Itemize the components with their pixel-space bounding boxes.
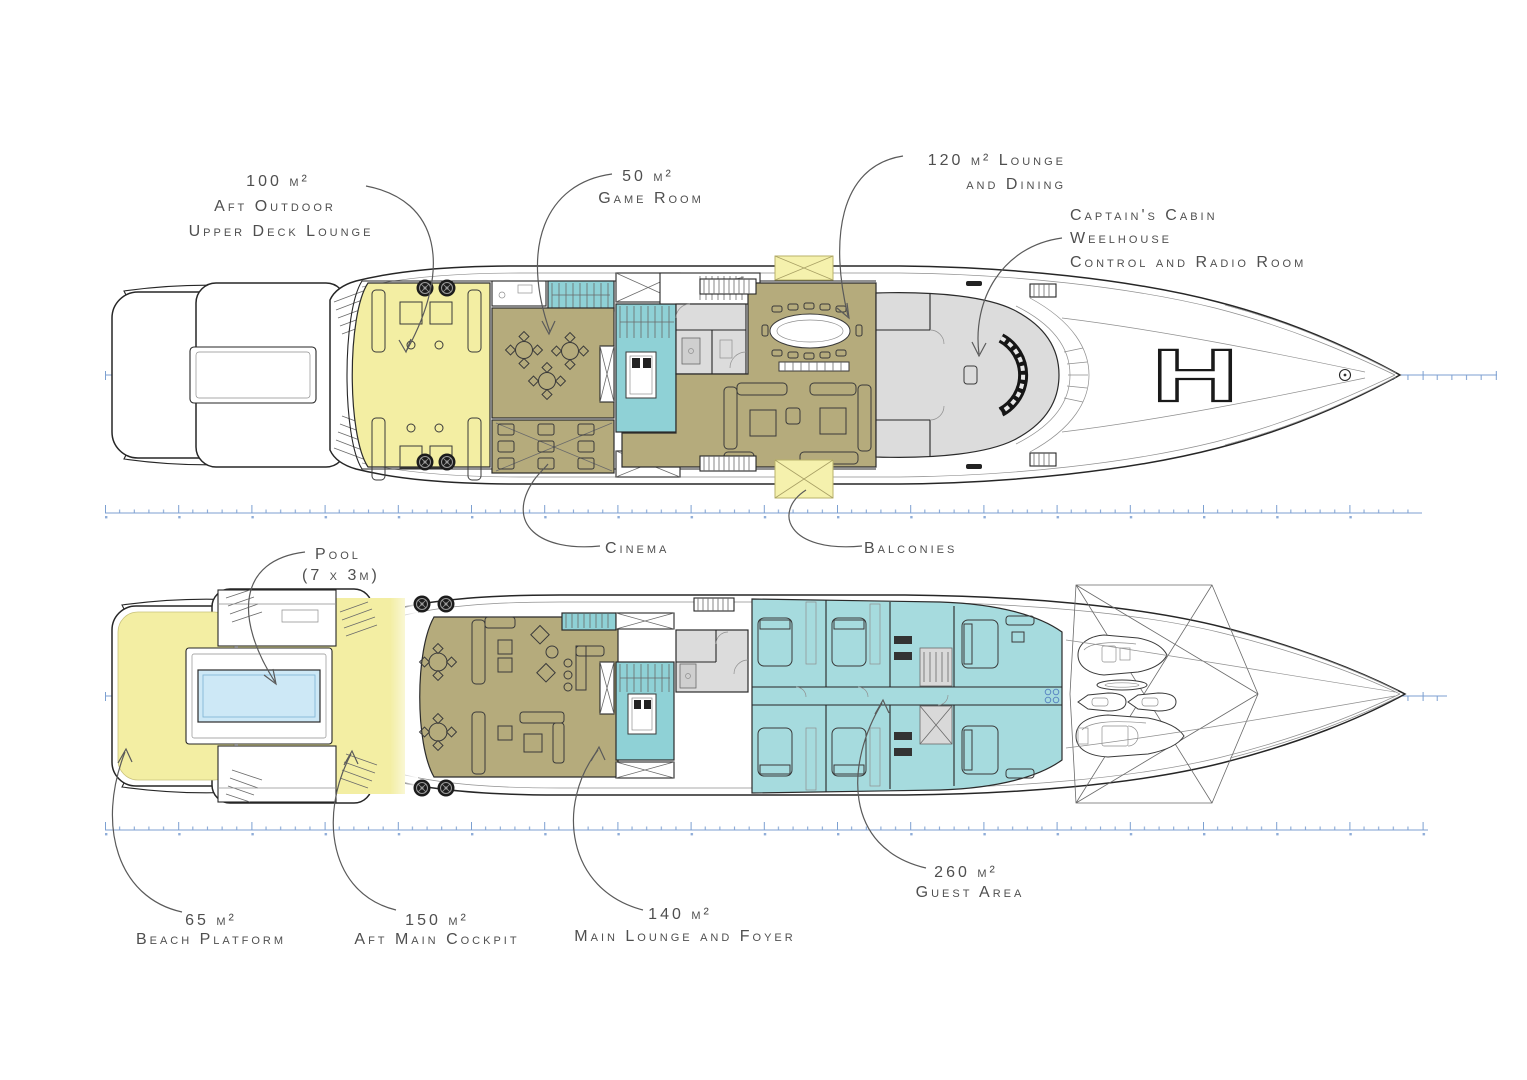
arrow-guest [874, 698, 890, 715]
label-beach: Beach Platform [136, 931, 286, 948]
label-lounge-dining-1: 120 m² Lounge [928, 152, 1066, 169]
upper-winches [416, 279, 456, 471]
upper-dining-lounge-zone [621, 282, 877, 468]
dining-table [761, 302, 863, 372]
cabin-furniture [757, 615, 1035, 779]
arrow-aft-lounge [398, 338, 412, 354]
arrow-lounge-dining [836, 302, 850, 320]
leader-game-room [536, 173, 613, 333]
upper-foredeck: H [1061, 304, 1397, 446]
label-guest-area-size: 260 m² [934, 864, 998, 881]
leader-guest [857, 702, 927, 869]
label-main-lounge-area: 140 m² [648, 906, 712, 923]
label-pool-size: (7 x 3m) [302, 567, 380, 584]
game-tables [504, 330, 590, 401]
leader-balconies [788, 489, 863, 548]
main-stair-elevator-core [599, 597, 749, 779]
label-pool: Pool [315, 546, 361, 563]
arrow-captain [971, 341, 987, 358]
arrow-pool [263, 668, 277, 686]
label-lounge-dining-2: and Dining [966, 176, 1066, 193]
leader-aft-lounge [365, 185, 434, 351]
cinema-seats [497, 423, 595, 470]
annotation-leaders [111, 155, 1063, 913]
label-game-room-area: 50 m² [622, 168, 674, 185]
leader-main-lounge [572, 749, 644, 911]
pool [197, 669, 321, 723]
label-balconies: Balconies [864, 540, 957, 557]
leader-lounge-dining [839, 155, 904, 317]
label-aft-lounge-1: Aft Outdoor [214, 198, 336, 215]
upper-balconies [699, 255, 834, 499]
upper-foyer-zone [659, 272, 761, 375]
main-winches [413, 595, 455, 797]
pool-structure [185, 589, 378, 803]
upper-stern-platforms [111, 282, 347, 468]
leader-beach [111, 751, 183, 913]
leader-cockpit [332, 753, 397, 911]
arrow-beach [117, 747, 133, 764]
helipad-h-mark: H [1152, 335, 1239, 417]
upper-cinema-zone [491, 419, 615, 474]
porthole-dots [1044, 688, 1060, 704]
arrow-main-lounge [590, 745, 606, 762]
arrow-cockpit [343, 749, 359, 766]
upper-superstructure-outline [346, 280, 876, 470]
main-lounge-zone [418, 612, 619, 778]
leader-captain [977, 237, 1063, 355]
upper-game-room-zone [491, 280, 615, 419]
label-cockpit: Aft Main Cockpit [354, 931, 519, 948]
label-game-room: Game Room [598, 190, 704, 207]
label-guest-area: Guest Area [916, 884, 1025, 901]
main-lounge-furniture [418, 616, 605, 775]
label-main-lounge: Main Lounge and Foyer [574, 928, 795, 945]
label-cockpit-area: 150 m² [405, 912, 469, 929]
annotation-labels: 100 m² Aft Outdoor Upper Deck Lounge 50 … [136, 152, 1306, 948]
kayak [1096, 679, 1148, 691]
leader-cinema [522, 463, 601, 548]
upper-deck-plan: H [105, 255, 1497, 521]
label-captain-2: Weelhouse [1070, 230, 1172, 247]
upper-aft-lounge-zone [351, 282, 491, 481]
upper-wheelhouse-zone [875, 281, 1090, 469]
main-bow-lines [1065, 629, 1399, 759]
label-aft-lounge-area: 100 m² [246, 173, 310, 190]
label-captain-1: Captain's Cabin [1070, 207, 1218, 224]
leader-pool [247, 551, 306, 683]
cabin-wardrobes [805, 601, 953, 791]
label-beach-area: 65 m² [185, 912, 237, 929]
label-aft-lounge-2: Upper Deck Lounge [189, 223, 374, 240]
jet-skis [1077, 692, 1177, 712]
tender-boat-large [1075, 714, 1185, 758]
guest-area-zone [751, 598, 1063, 794]
main-scale-ruler [105, 822, 1428, 838]
arrow-game-room [541, 320, 556, 336]
label-captain-3: Control and Radio Room [1070, 254, 1306, 271]
main-deck-plan [105, 584, 1447, 838]
upper-scale-ruler [105, 505, 1422, 521]
label-cinema: Cinema [605, 540, 669, 557]
